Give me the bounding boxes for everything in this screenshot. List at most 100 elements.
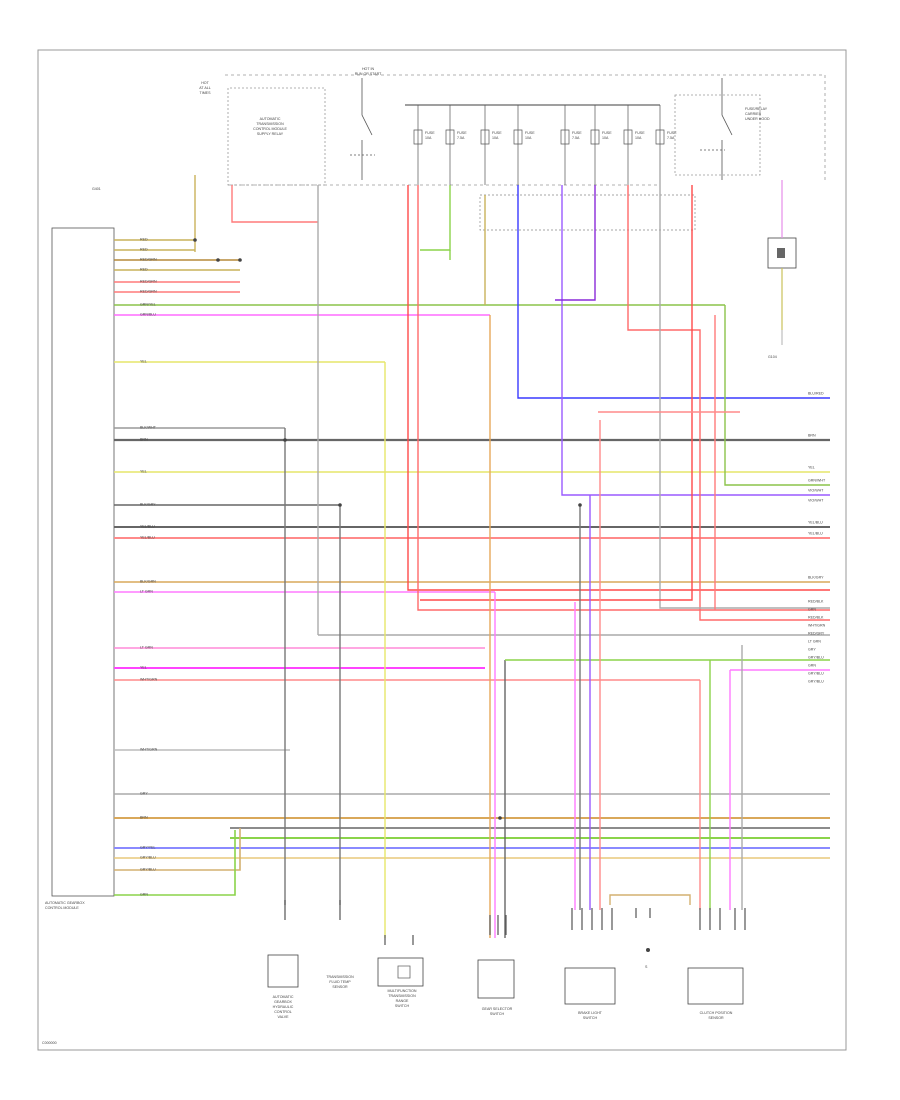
right-wire-label: VIO/WHT [808, 489, 824, 493]
right-wire-label: RED/GRY [808, 632, 825, 636]
component-label: TRANSMISSION [326, 975, 354, 979]
splice-s-label: S [645, 965, 648, 969]
component-label: SWITCH [583, 1016, 598, 1020]
ground-label: G104 [768, 355, 777, 359]
right-relay-coil [767, 180, 797, 345]
component-label: CONTROL [274, 1010, 292, 1014]
right-wire-label: GRY [808, 648, 816, 652]
component-label: SWITCH [490, 1012, 505, 1016]
wire-color-label: YEL [140, 666, 147, 670]
connector-pins [284, 900, 746, 945]
hot-at-all-times-label: HOT [201, 81, 209, 85]
right-relay-label: CARRIER [745, 112, 762, 116]
right-wire-label: GRN/WHT [808, 479, 826, 483]
fuse-label: FUSE [525, 131, 535, 135]
right-wire-label: GRY/BLU [808, 672, 824, 676]
fuse-label: 7.5A [667, 136, 675, 140]
relay-box-label: AUTOMATIC [260, 117, 281, 121]
component-label: FLUID TEMP [329, 980, 351, 984]
fuse-label: FUSE [457, 131, 467, 135]
component-label: CLUTCH POSITION [700, 1011, 733, 1015]
hot-at-all-times-label: TIMES [200, 91, 212, 95]
diagram-frame [37, 49, 847, 1051]
component-label: AUTOMATIC [273, 995, 294, 999]
right-wire-label: YEL [808, 466, 815, 470]
wire-color-label: GRN/BLU [140, 313, 156, 317]
right-wire-label: RED/BLK [808, 600, 824, 604]
hot-at-all-times-label: AT ALL [199, 86, 210, 90]
wire-color-label: BLK/GRN [140, 580, 156, 584]
control-module-box [51, 227, 115, 897]
right-relay-label: UNDER HOOD [745, 117, 770, 121]
wire-color-label: GRY/BLU [140, 868, 156, 872]
hot-in-run-label: RUN OR START [355, 72, 382, 76]
wire-color-label: YEL/BLU [140, 525, 155, 529]
wire-color-label: BLK/WHT [140, 426, 157, 430]
wire-color-label: RED/GRN [140, 258, 157, 262]
wire-color-label: GRY/YEL [140, 846, 156, 850]
wire-color-label: WHT/GRN [140, 678, 158, 682]
wire-color-label: GRY [140, 792, 148, 796]
fuse-label: FUSE [602, 131, 612, 135]
right-wire-label: GRN [808, 664, 816, 668]
wire-color-label: LT GRN [140, 590, 153, 594]
fuse-label: 7.5A [572, 136, 580, 140]
wire-color-label: BLK/GRY [140, 503, 156, 507]
fuse-label: 10A [602, 136, 609, 140]
bottom-components [267, 954, 744, 1005]
fuse-label: FUSE [667, 131, 677, 135]
right-wire-label: GRN [808, 608, 816, 612]
relay-box-label: CONTROL MODULE [253, 127, 287, 131]
top-power-bus [225, 74, 826, 186]
relay-switch-left [350, 78, 375, 180]
splice-box [479, 194, 696, 231]
ground-label: G401 [92, 187, 101, 191]
vertical-wires [194, 175, 830, 938]
wire-color-label: YEL [140, 470, 147, 474]
relay-box-label: TRANSMISSION [256, 122, 284, 126]
control-module-label: CONTROL MODULE [45, 906, 79, 910]
fuse-label: 7.5A [457, 136, 465, 140]
wire-color-label: WHT/GRN [140, 748, 158, 752]
fuse-label: FUSE [425, 131, 435, 135]
fuse-label: 10A [425, 136, 432, 140]
component-label: VALVE [277, 1015, 289, 1019]
component-label: SENSOR [332, 985, 348, 989]
fuse-label: FUSE [572, 131, 582, 135]
right-wire-label: VIO/WHT [808, 499, 824, 503]
component-label: GEAR SELECTOR [482, 1007, 513, 1011]
right-wire-label: BLU/RED [808, 392, 824, 396]
wire-color-label: GRN/YEL [140, 303, 156, 307]
component-label: SENSOR [708, 1016, 724, 1020]
hot-in-run-label: HOT IN [362, 67, 375, 71]
fuse-label: 10A [525, 136, 532, 140]
wire-color-label: RED [140, 268, 148, 272]
component-label: SWITCH [395, 1004, 410, 1008]
relay-box-label: SUPPLY RELAY [257, 132, 284, 136]
component-label: RANGE [396, 999, 409, 1003]
wire-color-label: RED [140, 248, 148, 252]
wire-color-label: BRN [140, 816, 148, 820]
footer-code: C000000 [42, 1041, 57, 1045]
right-wire-label: YEL/BLU [808, 521, 823, 525]
component-label: GEARBOX [274, 1000, 292, 1004]
relay-switch-right [700, 78, 733, 180]
fuse-label: FUSE [635, 131, 645, 135]
right-wire-label: WHT/GRN [808, 624, 826, 628]
fuse-label: 10A [635, 136, 642, 140]
right-wire-label: GRY/BLU [808, 656, 824, 660]
fuse-label: 10A [492, 136, 499, 140]
right-wire-label: BLK/GRY [808, 576, 824, 580]
fuse-row [413, 105, 665, 185]
component-label: TRANSMISSION [388, 994, 416, 998]
right-wire-label: GRY/BLU [808, 680, 824, 684]
wire-color-label: RED [140, 238, 148, 242]
wire-color-label: LT GRN [140, 646, 153, 650]
right-wire-label: YEL/BLU [808, 532, 823, 536]
wire-color-label: YEL/BLU [140, 536, 155, 540]
control-module-label: AUTOMATIC GEARBOX [45, 901, 85, 905]
wire-color-label: GRY/BLU [140, 856, 156, 860]
wire-color-label: BRN [140, 438, 148, 442]
